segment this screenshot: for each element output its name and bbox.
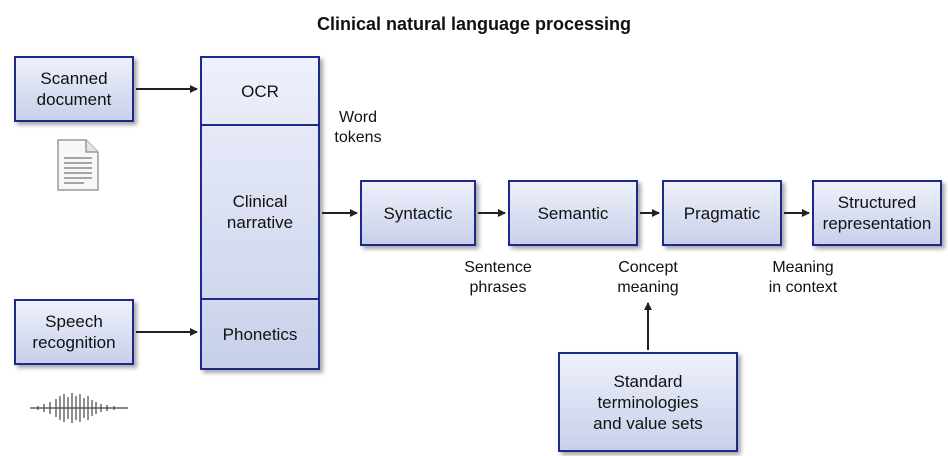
word-tokens-label: Word tokens bbox=[334, 109, 382, 146]
sentence-phrases-label: Sentence phrases bbox=[464, 259, 532, 296]
terminologies-label: Standard terminologies and value sets bbox=[593, 371, 703, 433]
concept-meaning-label: Concept meaning bbox=[617, 259, 679, 296]
semantic-box: Semantic bbox=[508, 180, 638, 246]
scanned-document-label: Scanned document bbox=[36, 69, 112, 109]
speech-recognition-box: Speech recognition bbox=[14, 299, 134, 365]
phonetics-section: Phonetics bbox=[202, 298, 318, 368]
diagram-title: Clinical natural language processing bbox=[316, 14, 632, 34]
pragmatic-label: Pragmatic bbox=[683, 203, 761, 223]
clinical-narrative-section: Clinical narrative bbox=[202, 126, 318, 298]
terminologies-box: Standard terminologies and value sets bbox=[558, 352, 738, 452]
meaning-in-context-label: Meaning in context bbox=[768, 259, 838, 296]
scanned-document-box: Scanned document bbox=[14, 56, 134, 122]
syntactic-box: Syntactic bbox=[360, 180, 476, 246]
ocr-section: OCR bbox=[202, 58, 318, 126]
processing-stack: OCR Clinical narrative Phonetics bbox=[200, 56, 320, 370]
structured-representation-box: Structured representation bbox=[812, 180, 942, 246]
phonetics-label: Phonetics bbox=[222, 324, 298, 344]
syntactic-label: Syntactic bbox=[383, 203, 453, 223]
clinical-narrative-label: Clinical narrative bbox=[226, 192, 294, 232]
pragmatic-box: Pragmatic bbox=[662, 180, 782, 246]
semantic-label: Semantic bbox=[537, 203, 609, 223]
document-icon bbox=[57, 139, 99, 191]
structured-representation-label: Structured representation bbox=[822, 193, 932, 233]
sound-wave-icon bbox=[30, 393, 128, 423]
speech-recognition-label: Speech recognition bbox=[32, 312, 116, 352]
ocr-label: OCR bbox=[241, 81, 279, 101]
